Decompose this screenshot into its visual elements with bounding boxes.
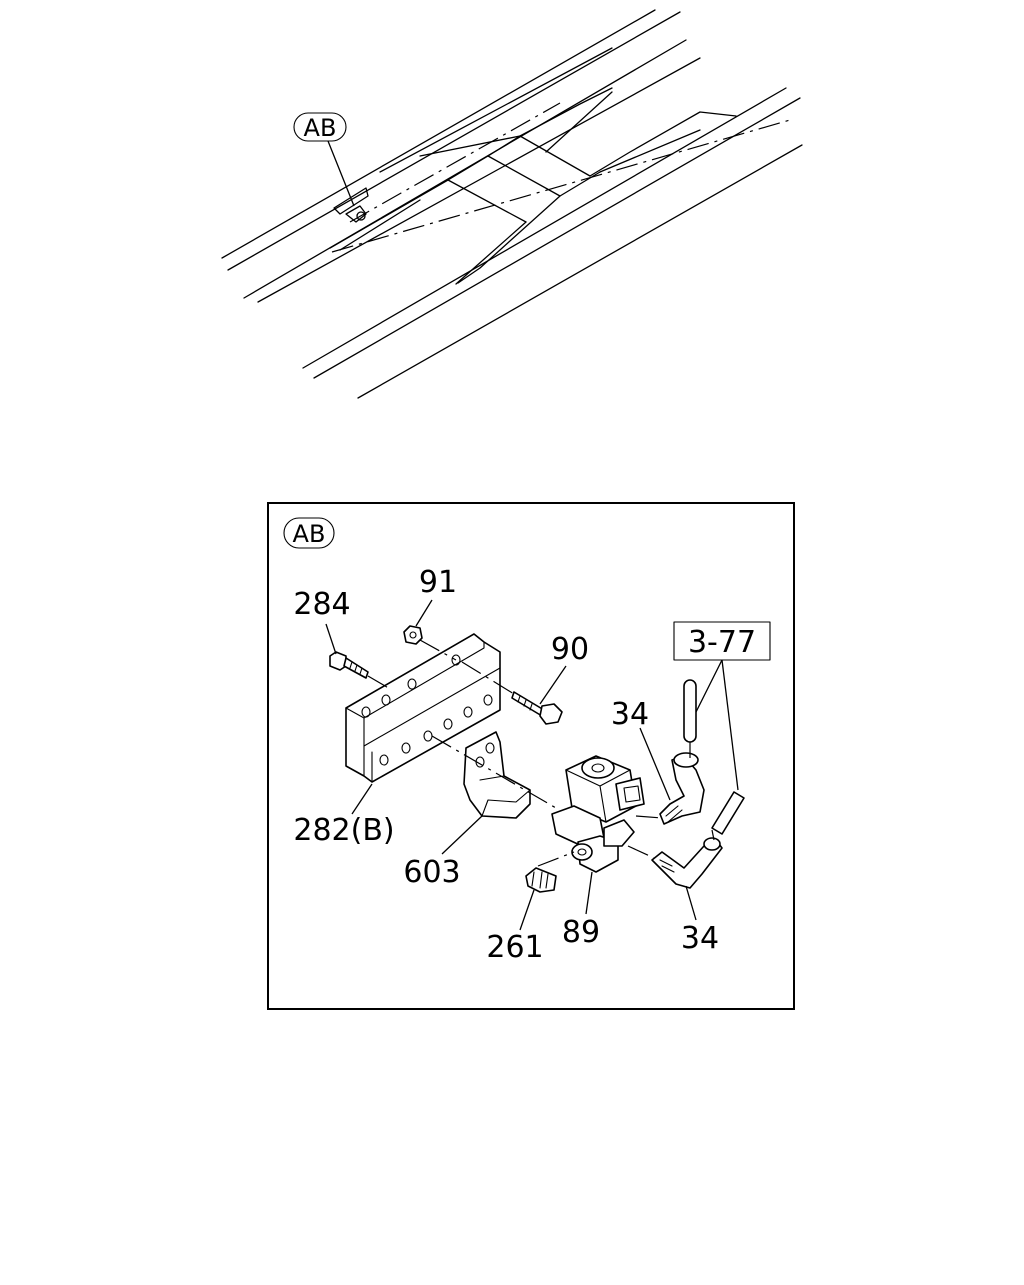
elbow-34-upper [635,752,705,825]
detail-view: AB [267,502,795,1010]
label-603: 603 [403,855,460,890]
part-labels: 284 91 90 34 282(B) 603 261 89 34 [293,565,719,965]
callout-ab: AB [293,112,355,207]
label-261: 261 [486,930,543,965]
label-282b: 282(B) [293,813,394,848]
reference-box-label: 3-77 [688,625,756,660]
nut-91 [403,625,457,661]
label-284: 284 [293,587,350,622]
label-90: 90 [551,632,589,667]
label-89: 89 [562,915,600,950]
label-34-lower: 34 [681,921,719,956]
detail-badge-label: AB [293,520,326,548]
bolt-90 [461,661,563,725]
bracket-603 [431,731,557,819]
frame-overview [221,9,803,399]
label-34-upper: 34 [611,697,649,732]
valve-89 [537,755,645,873]
callout-ab-label: AB [304,114,337,142]
detail-badge: AB [283,517,335,549]
fitting-261 [525,867,557,893]
elbow-34-lower [627,837,723,889]
reference-box-3-77: 3-77 [673,621,771,791]
tubes [683,679,745,841]
label-91: 91 [419,565,457,600]
bolt-284 [329,651,393,691]
